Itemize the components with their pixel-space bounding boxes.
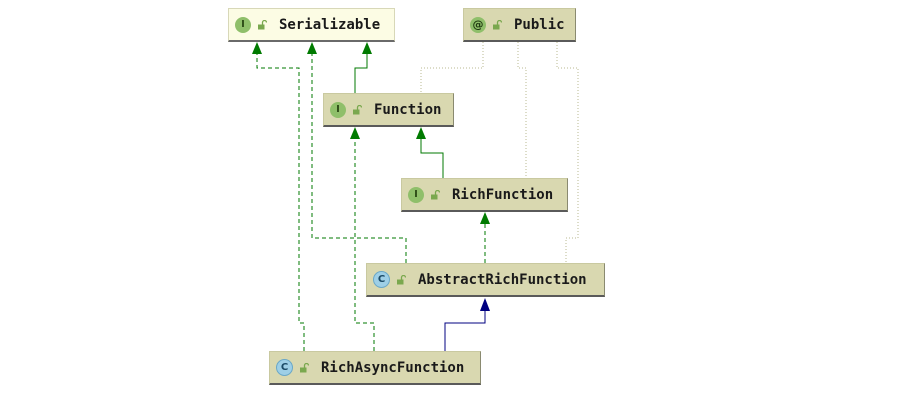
interface-icon: I	[408, 186, 424, 203]
unlock-icon	[258, 19, 267, 29]
annotation-icon: @	[470, 16, 486, 33]
node-label: Serializable	[279, 16, 381, 33]
unlock-icon	[397, 274, 406, 284]
node-label: AbstractRichFunction	[418, 271, 587, 288]
edge-richasyncfunction-extends-abstractrichfunction	[444, 298, 490, 351]
edge-richfunction-extends-function	[416, 127, 444, 178]
edge-function-extends-serializable	[354, 42, 372, 93]
node-label: Public	[514, 16, 565, 33]
class-icon: C	[276, 359, 293, 376]
node-label: RichAsyncFunction	[321, 359, 465, 376]
unlock-icon	[431, 189, 440, 199]
node-richfunction[interactable]: I RichFunction	[401, 178, 568, 212]
interface-icon: I	[235, 16, 251, 33]
node-richasyncfunction[interactable]: C RichAsyncFunction	[269, 351, 481, 385]
unlock-icon	[493, 19, 502, 29]
node-public[interactable]: @ Public	[463, 8, 576, 42]
class-icon: C	[373, 271, 390, 288]
edge-abstractrichfunction-implements-serializable	[307, 42, 407, 263]
annotation-links-public	[420, 42, 579, 263]
node-label: RichFunction	[452, 186, 554, 203]
unlock-icon	[353, 104, 362, 114]
node-function[interactable]: I Function	[323, 93, 454, 127]
node-serializable[interactable]: I Serializable	[228, 8, 395, 42]
interface-icon: I	[330, 101, 346, 118]
unlock-icon	[300, 362, 309, 372]
edge-richasyncfunction-implements-serializable	[252, 42, 305, 351]
node-label: Function	[374, 101, 442, 118]
edge-abstractrichfunction-implements-richfunction	[480, 212, 490, 263]
edge-richasyncfunction-implements-function	[350, 127, 375, 351]
node-abstractrichfunction[interactable]: C AbstractRichFunction	[366, 263, 605, 297]
